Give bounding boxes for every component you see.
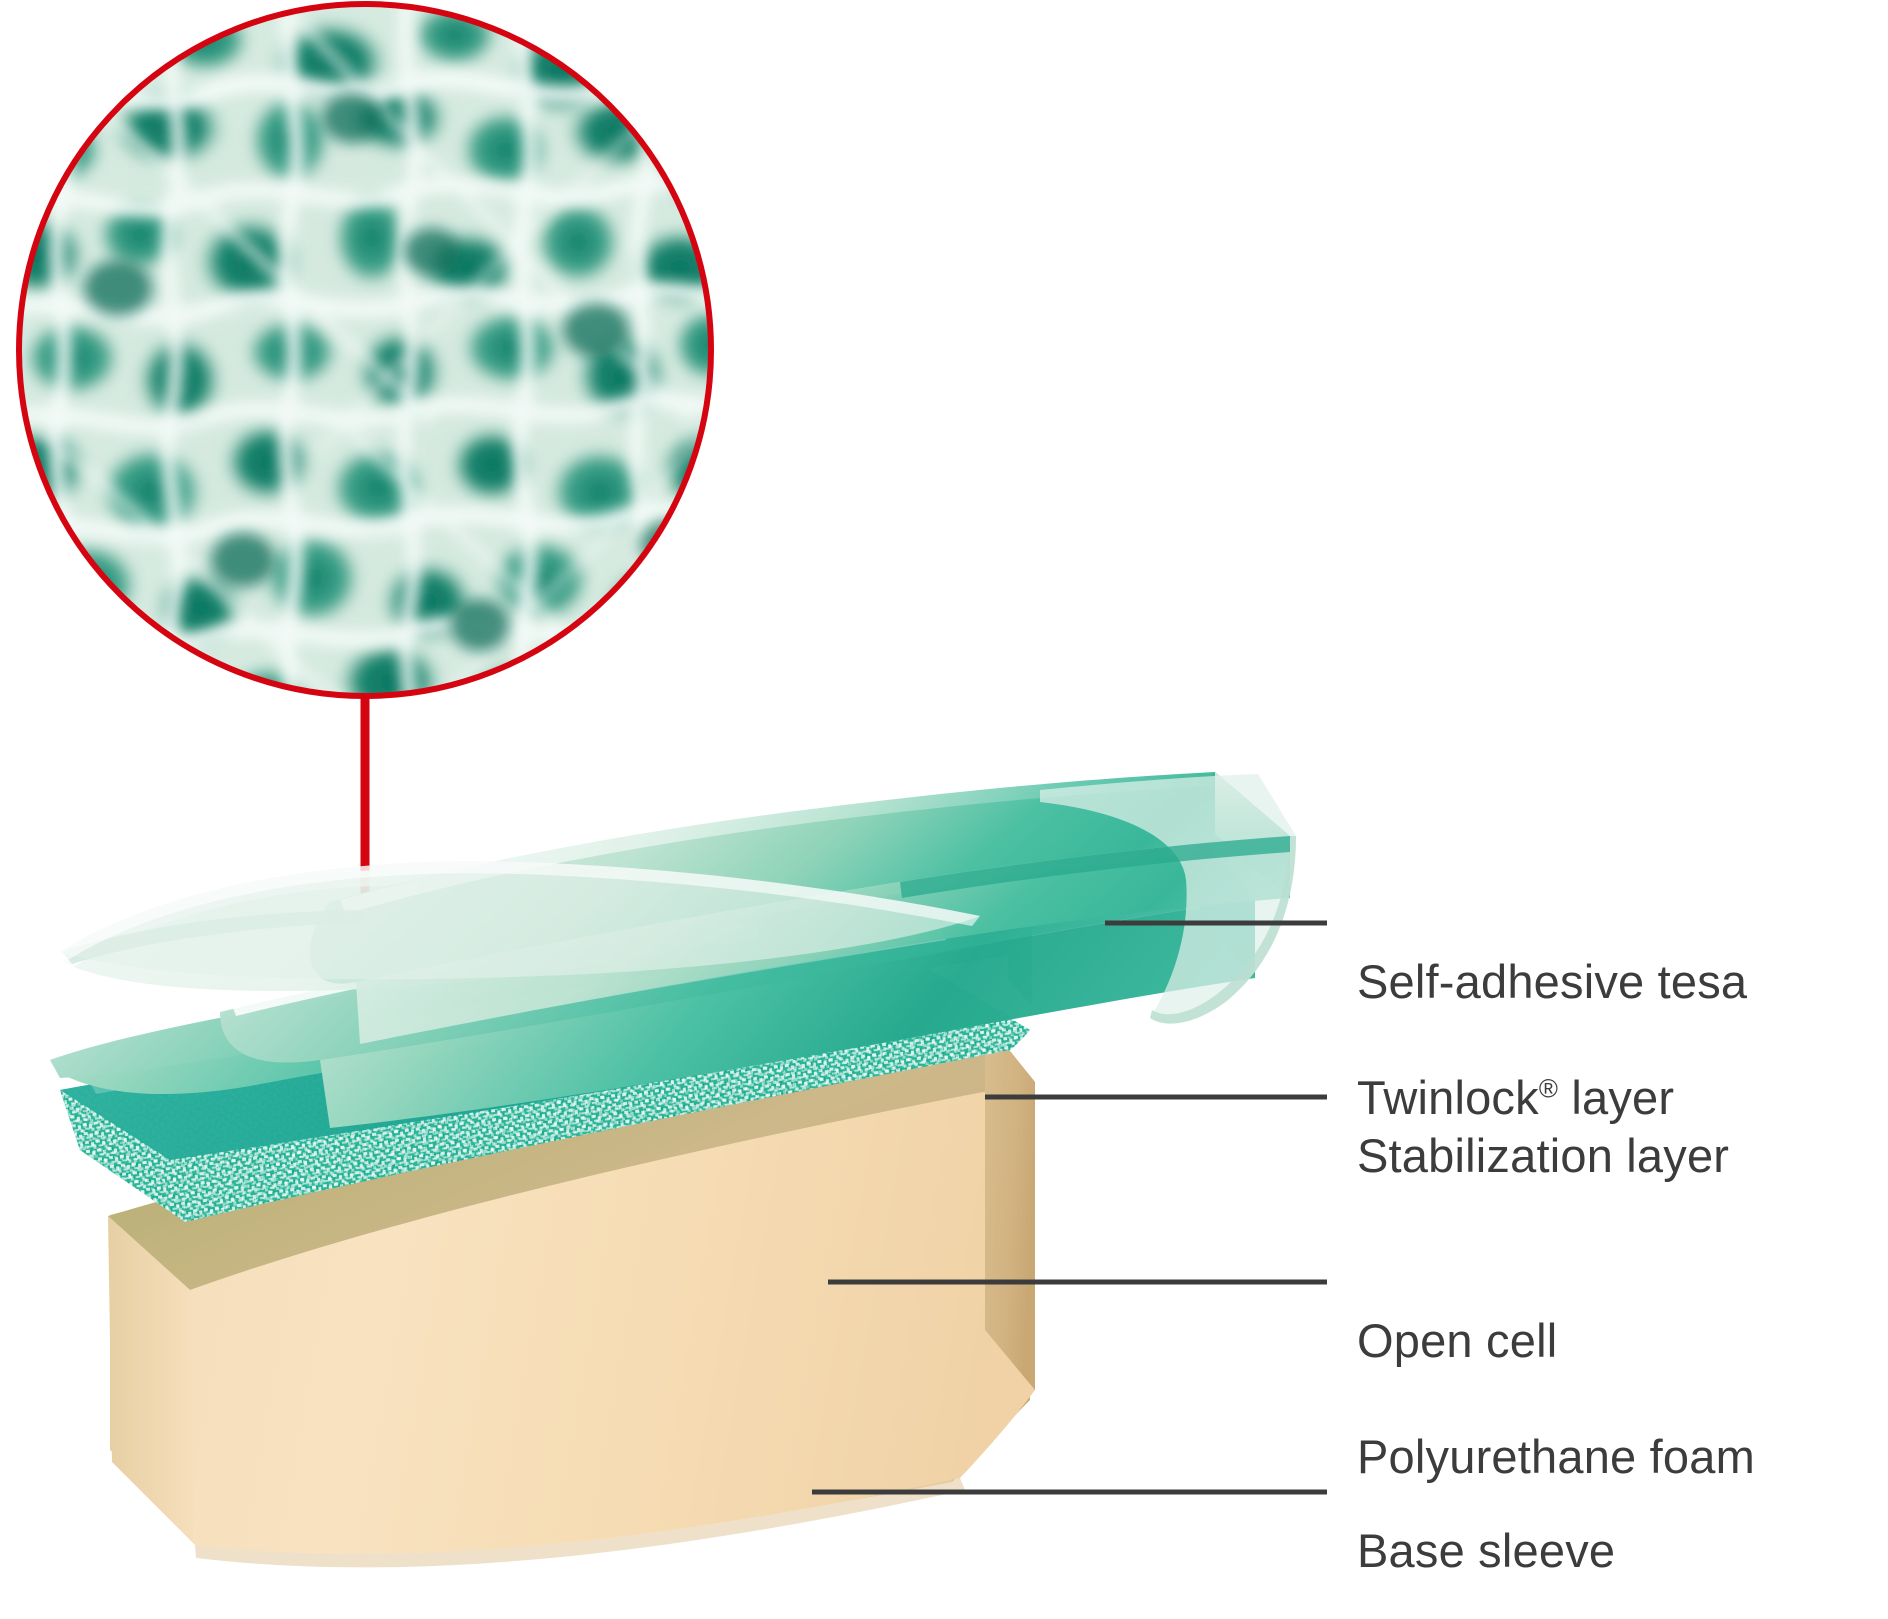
label-base-sleeve-line1: Base sleeve	[1357, 1524, 1616, 1577]
layer-twinlock-upper-film	[60, 861, 980, 980]
label-open-cell-foam-line2: Polyurethane foam	[1357, 1430, 1755, 1483]
label-open-cell-foam-line1: Open cell	[1357, 1314, 1558, 1367]
registered-trademark-icon: ®	[1538, 1075, 1559, 1104]
label-twinlock-line2-pre: Twinlock	[1357, 1071, 1539, 1124]
label-stabilization: Stabilization layer	[1357, 1069, 1729, 1185]
foam-microstructure	[20, 5, 710, 695]
label-base-sleeve: Base sleeve	[1357, 1464, 1615, 1580]
label-twinlock-line1: Self-adhesive tesa	[1357, 955, 1748, 1008]
label-stabilization-line1: Stabilization layer	[1357, 1129, 1730, 1182]
leader-lines	[812, 920, 1327, 1495]
label-twinlock: Self-adhesive tesa Twinlock® layer	[1357, 895, 1747, 1127]
magnifier-callout	[16, 1, 714, 1174]
label-twinlock-line2-post: layer	[1558, 1071, 1675, 1124]
label-open-cell-foam: Open cell Polyurethane foam	[1357, 1254, 1755, 1486]
